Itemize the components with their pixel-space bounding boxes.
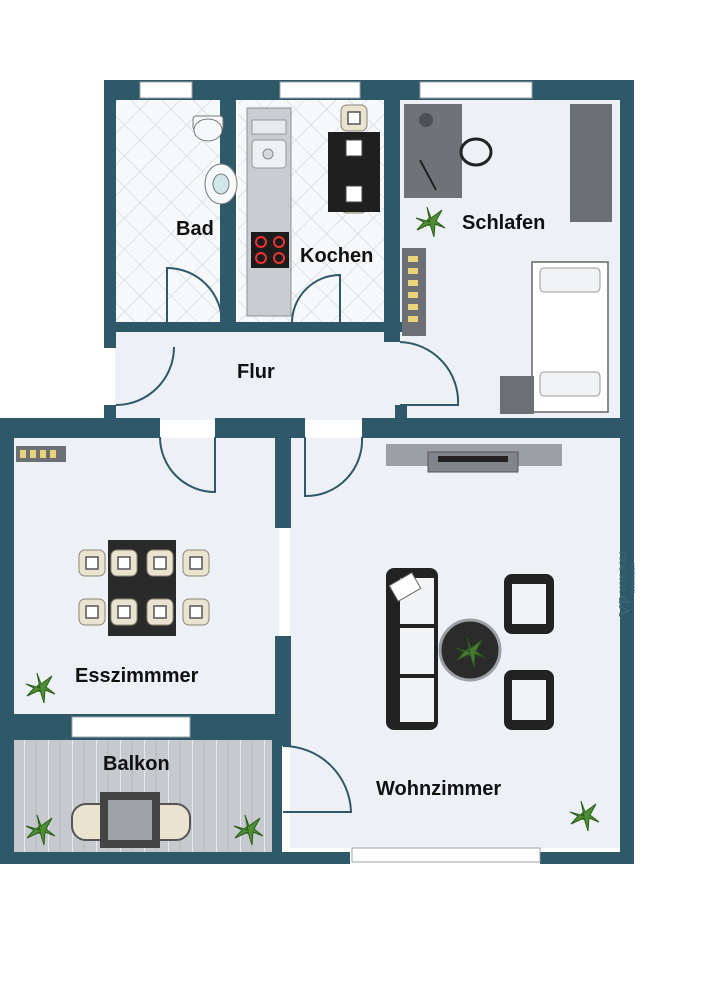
room-label-balkon: Balkon	[103, 753, 170, 775]
windows	[71, 81, 541, 863]
bathroom-fixtures	[192, 115, 238, 205]
living-furniture	[386, 444, 600, 832]
brand-name: VON POLL	[618, 549, 628, 593]
room-label-bad: Bad	[176, 218, 214, 240]
room-label-schlafen: Schlafen	[462, 212, 545, 234]
doors	[115, 266, 460, 813]
brand-sub: IMMOBILIEN	[632, 562, 637, 593]
balcony-furniture	[25, 792, 264, 848]
room-label-kochen: Kochen	[300, 245, 373, 267]
brand-monogram: VP	[615, 595, 634, 617]
room-label-esszimmer: Esszimmmer	[75, 665, 199, 687]
bedroom-furniture	[402, 104, 612, 414]
room-label-wohnzimmer: Wohnzimmer	[376, 778, 501, 800]
dining-furniture	[16, 446, 210, 704]
kitchen-fixtures	[246, 104, 380, 317]
brand-logo: VP VON POLL IMMOBILIEN	[615, 549, 637, 617]
room-label-flur: Flur	[237, 361, 275, 383]
